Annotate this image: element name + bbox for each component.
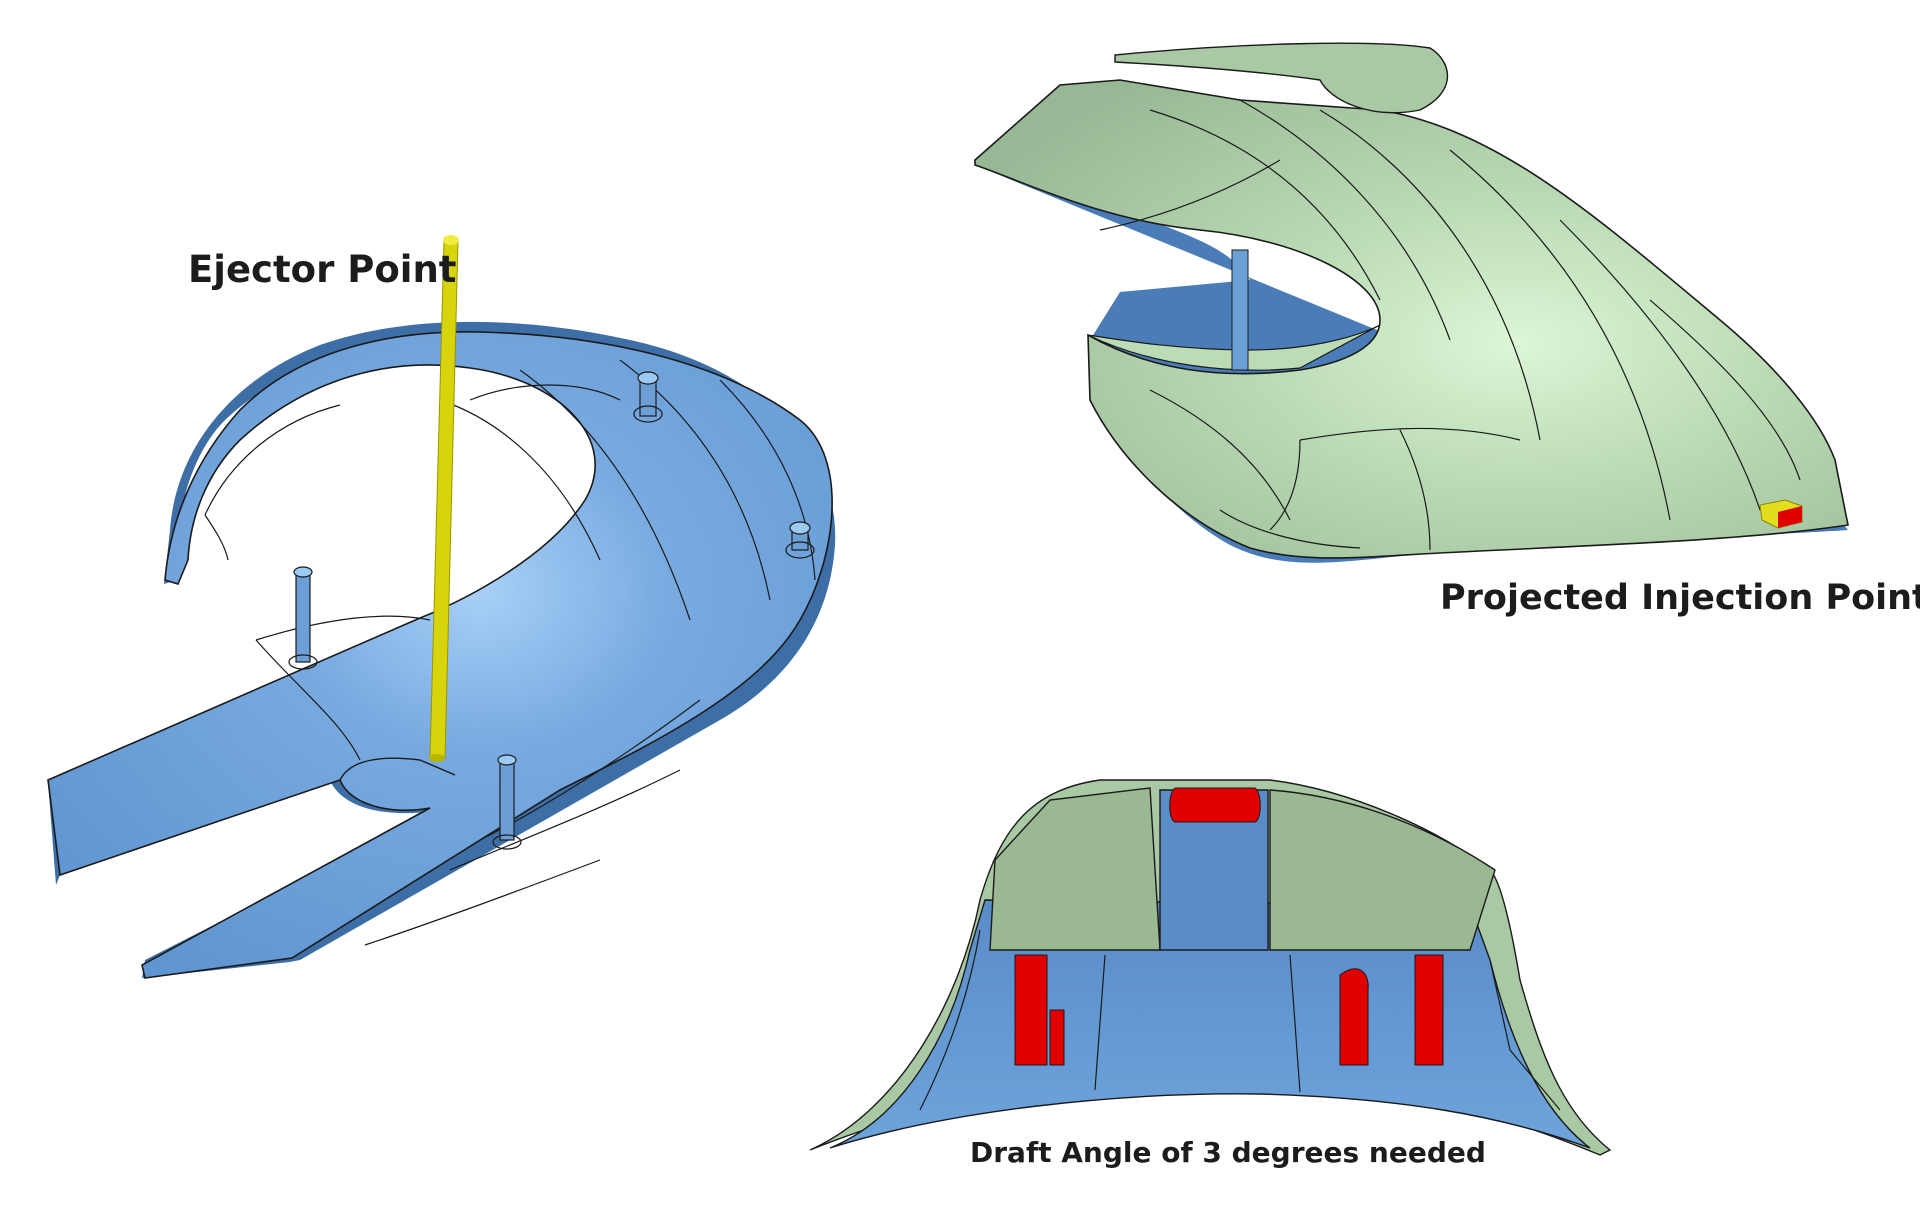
part-flap [1114, 42, 1449, 114]
boss-pin [492, 754, 522, 850]
part-flap-lower [1087, 324, 1381, 371]
section-cover-right [1269, 789, 1496, 951]
boss-pin [633, 371, 663, 423]
draft-face-icon [1014, 787, 1444, 1066]
boss-pin [288, 566, 318, 670]
section-cover-left [989, 787, 1161, 951]
part-body-green [974, 79, 1849, 559]
support-stem [1231, 249, 1249, 371]
injection-point-label: Projected Injection Point [1440, 578, 1920, 618]
ejector-pin-icon [429, 235, 459, 762]
boss-pins [288, 371, 815, 850]
slot-edge [339, 757, 456, 781]
bottom-view-with-ejector [47, 235, 836, 979]
top-view-with-injection [974, 42, 1849, 563]
surface-patch-lines [919, 929, 1561, 1111]
boss-pin [785, 521, 815, 559]
ejector-point-label: Ejector Point [188, 248, 457, 291]
draft-angle-label: Draft Angle of 3 degrees needed [970, 1136, 1486, 1169]
injection-gate-icon [1759, 499, 1803, 529]
section-view-draft-analysis [809, 779, 1612, 1156]
surface-patch-lines [1099, 99, 1801, 551]
